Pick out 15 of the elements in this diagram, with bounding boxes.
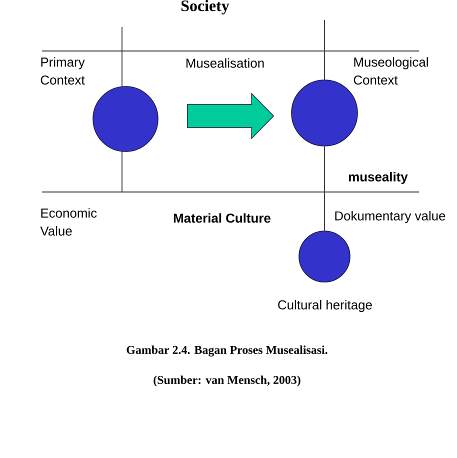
node-caption: Primary Context bbox=[40, 57, 85, 85]
circle bbox=[298, 230, 350, 282]
caption: Gambar 2.4. Bagan Proses Musealisasi. bbox=[126, 346, 328, 356]
circle bbox=[92, 86, 158, 152]
block-arrow bbox=[187, 92, 274, 140]
connector-line bbox=[324, 146, 325, 232]
title: Society bbox=[182, 0, 230, 14]
edge-label: Musealisation bbox=[184, 57, 266, 69]
text-label: Dokumentary value bbox=[335, 210, 446, 224]
text-label: Economic Value bbox=[40, 208, 97, 236]
source-note: (Sumber: van Mensch, 2003) bbox=[154, 376, 300, 386]
node-caption: Cultural heritage bbox=[278, 300, 372, 312]
text-label: Material Culture bbox=[174, 213, 270, 223]
text-label: museality bbox=[348, 172, 408, 184]
node-caption: Museological Context bbox=[354, 57, 428, 85]
